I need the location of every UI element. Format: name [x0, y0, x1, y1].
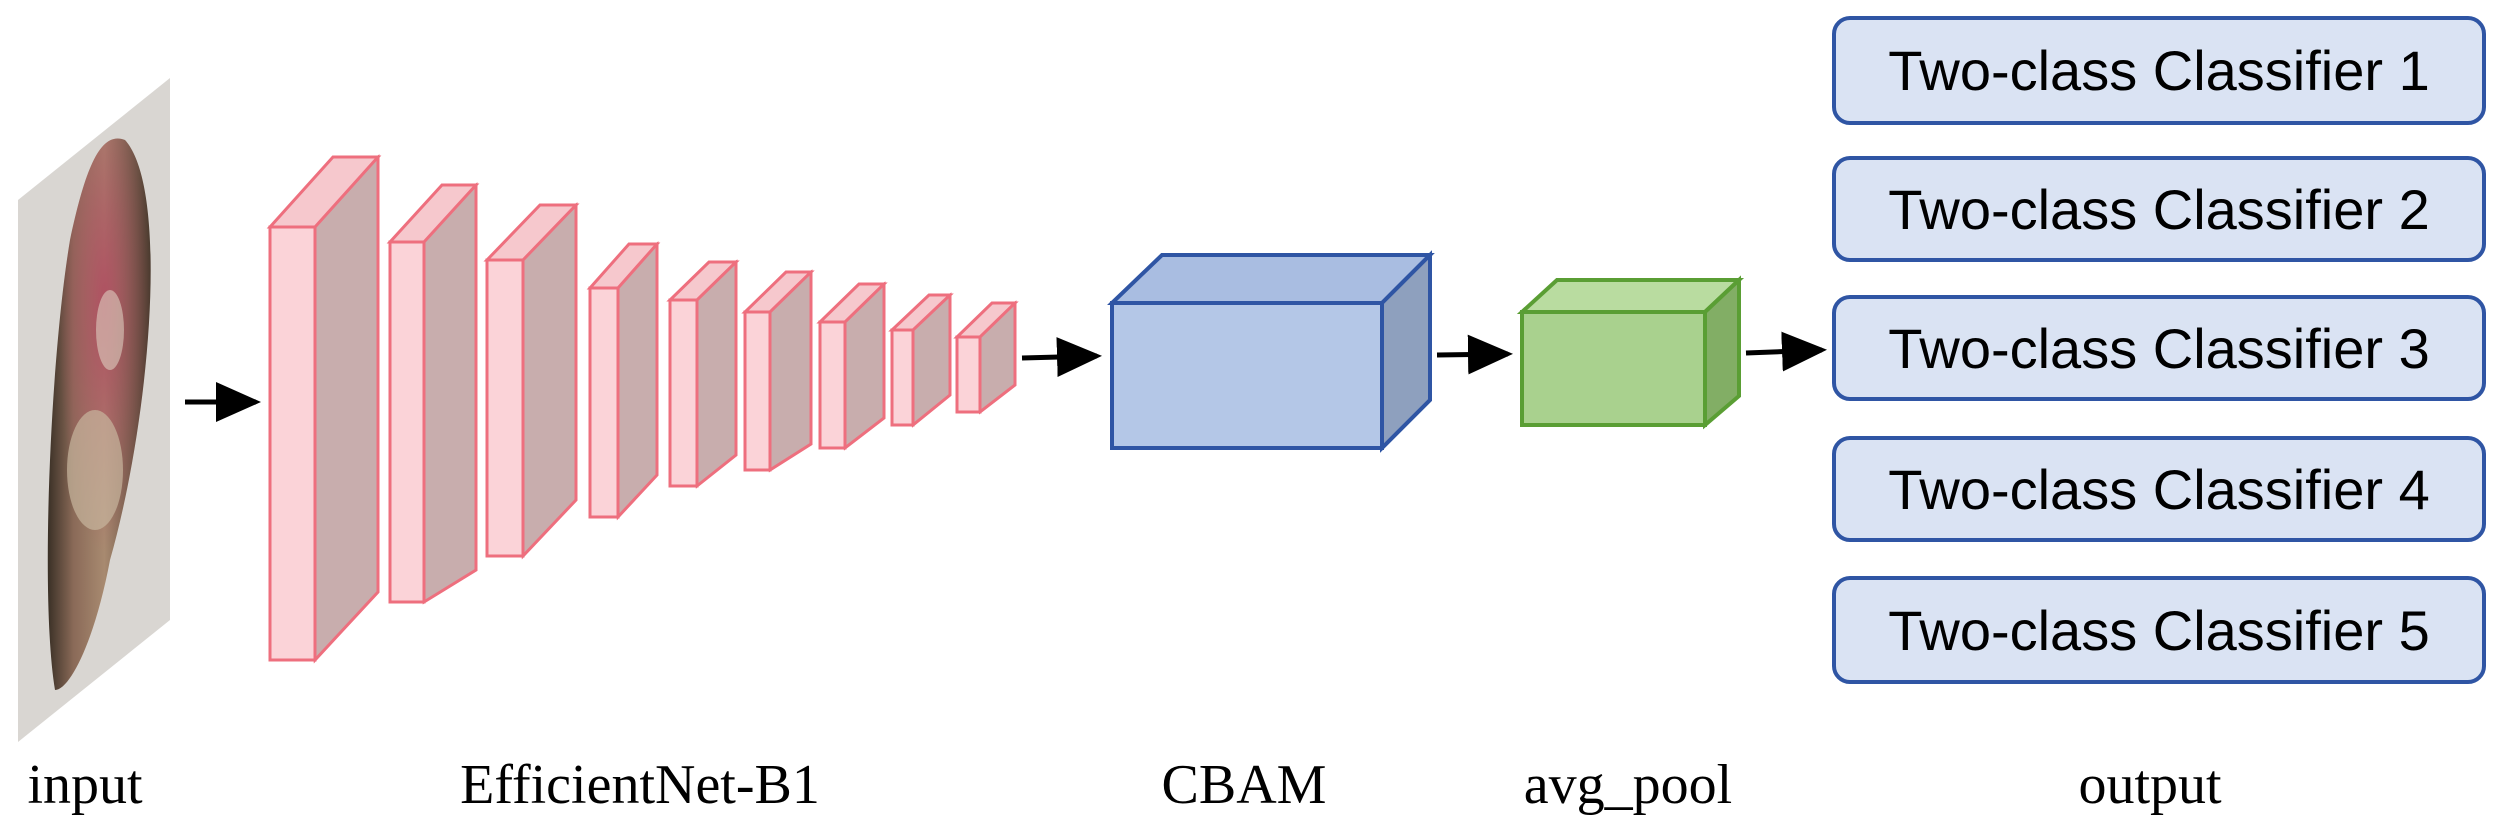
classifier-box: Two-class Classifier 4 — [1832, 436, 2486, 542]
classifier-label: Two-class Classifier 1 — [1888, 39, 2429, 102]
classifier-label: Two-class Classifier 2 — [1888, 178, 2429, 241]
arrow-cbam-to-pool — [1436, 334, 1513, 375]
arrow-pool-to-output — [1745, 331, 1827, 372]
classifier-box: Two-class Classifier 2 — [1832, 156, 2486, 262]
output-classifiers: Two-class Classifier 1 Two-class Classif… — [1832, 16, 2486, 684]
backbone-block — [586, 241, 661, 521]
cbam-label: CBAM — [1162, 754, 1327, 816]
backbone-block — [266, 154, 382, 664]
backbone-block — [386, 182, 480, 605]
efficientnet-label: EfficientNet-B1 — [460, 754, 820, 816]
avg-pool-block — [1516, 275, 1745, 430]
classifier-box: Two-class Classifier 5 — [1832, 576, 2486, 684]
backbone-block — [953, 300, 1019, 415]
classifier-label: Two-class Classifier 3 — [1888, 317, 2429, 380]
backbone-block — [816, 281, 888, 451]
output-label: output — [2078, 754, 2222, 816]
cbam-block — [1107, 250, 1435, 453]
input-image — [18, 78, 170, 742]
classifier-label: Two-class Classifier 5 — [1888, 599, 2429, 662]
classifier-box: Two-class Classifier 3 — [1832, 295, 2486, 401]
backbone-block — [741, 269, 815, 473]
avg-pool-label: avg_pool — [1524, 754, 1732, 816]
arrow-backbone-to-cbam — [1021, 337, 1102, 378]
input-label: input — [27, 754, 143, 816]
backbone-block — [666, 259, 740, 489]
efficientnet-backbone — [266, 154, 1019, 664]
classifier-label: Two-class Classifier 4 — [1888, 458, 2429, 521]
backbone-block — [483, 202, 580, 560]
classifier-box: Two-class Classifier 1 — [1832, 16, 2486, 125]
backbone-block — [888, 292, 954, 428]
